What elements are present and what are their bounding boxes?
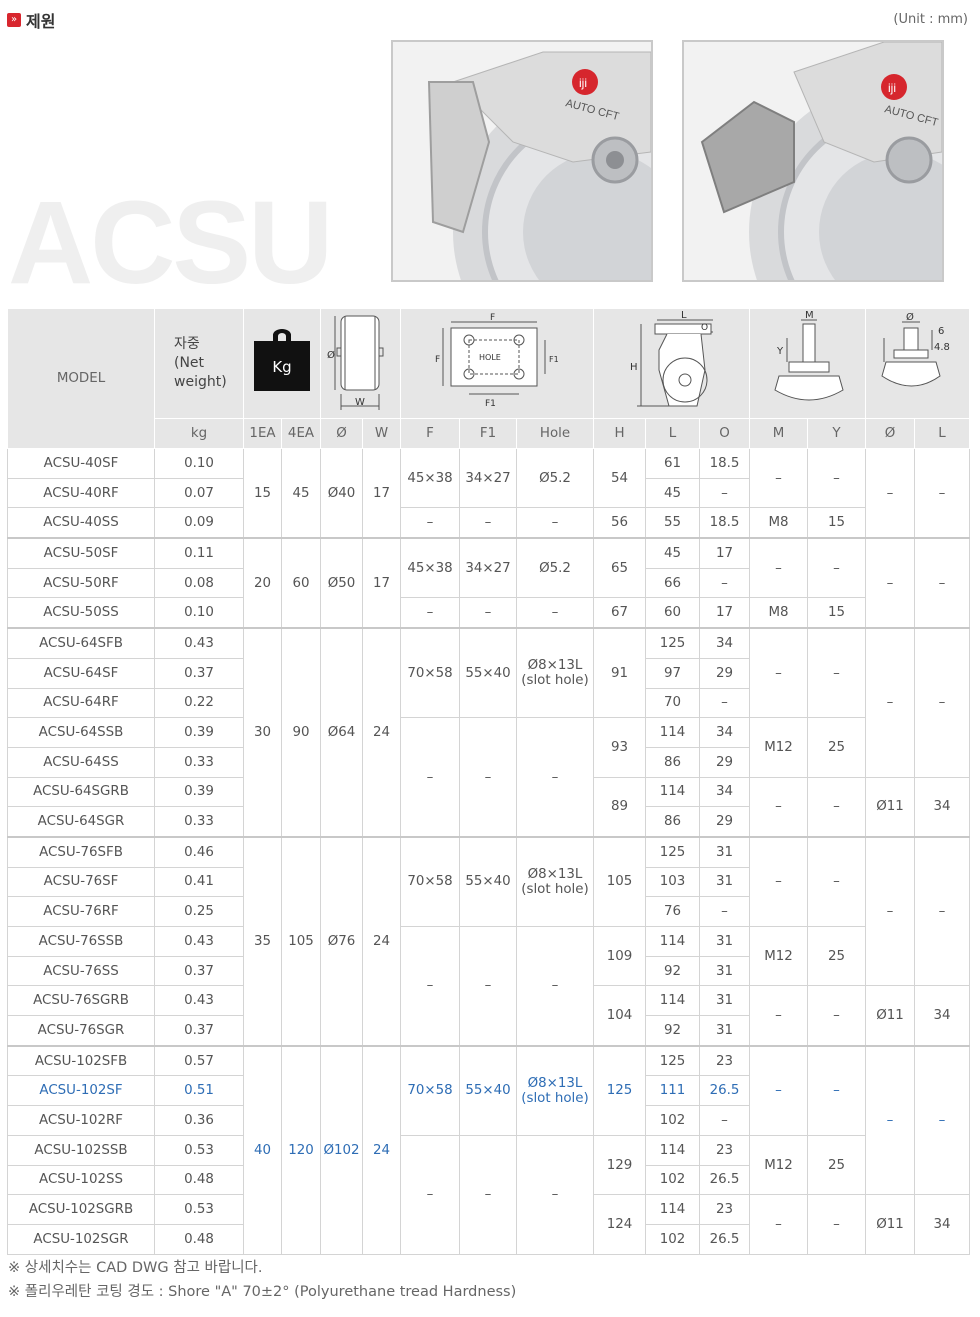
svg-text:W: W	[355, 397, 365, 408]
svg-text:Kg: Kg	[272, 358, 291, 376]
footnotes: ※ 상세치수는 CAD DWG 참고 바랍니다. ※ 폴리우레탄 코팅 경도 :…	[8, 1256, 516, 1304]
svg-text:4.8: 4.8	[934, 342, 950, 353]
unit-4ea: 4EA	[281, 418, 321, 449]
unit-f1: F1	[459, 418, 517, 449]
footnote-cad: ※ 상세치수는 CAD DWG 참고 바랍니다.	[8, 1260, 263, 1276]
brand-mark: iji	[888, 81, 896, 95]
unit-y: Y	[807, 418, 867, 449]
svg-text:O: O	[701, 323, 708, 333]
units-row: kg 1EA 4EA Ø W F F1 Hole H L O M Y Ø L	[8, 418, 971, 449]
caster-height-diagram-icon: L O H	[592, 308, 751, 419]
product-photo-2: iji AUTO CFT	[682, 40, 944, 282]
svg-text:H: H	[630, 362, 638, 373]
footnote-hardness: ※ 폴리우레탄 코팅 경도 : Shore "A" 70±2° (Polyure…	[8, 1284, 517, 1300]
section-title: 제원	[26, 12, 56, 31]
kg-weight-icon: Kg	[243, 308, 321, 419]
brand-mark: iji	[579, 76, 587, 90]
unit-1ea: 1EA	[243, 418, 282, 449]
threaded-stem-diagram-icon: M Y	[749, 308, 867, 419]
unit-hole: Hole	[516, 418, 594, 449]
section-header: » 제원	[7, 10, 56, 31]
svg-text:L: L	[681, 310, 687, 321]
mounting-plate-diagram-icon: F F1 HOLE F F1	[400, 308, 594, 419]
svg-text:F: F	[490, 313, 495, 323]
header-model: MODEL	[7, 308, 155, 449]
wheel-diameter-diagram-icon: Ø W	[320, 308, 401, 419]
svg-text:Y: Y	[776, 346, 784, 357]
spec-table: MODEL 자중 (Net weight) Kg	[7, 308, 971, 1255]
svg-text:F1: F1	[549, 355, 559, 364]
unit-width: W	[362, 418, 401, 449]
svg-text:Ø: Ø	[906, 311, 914, 323]
chevron-right-icon: »	[7, 13, 21, 27]
svg-text:6: 6	[938, 326, 944, 337]
svg-text:Ø: Ø	[327, 349, 335, 361]
unit-l: L	[645, 418, 700, 449]
svg-text:M: M	[805, 310, 814, 321]
unit-socket-length: L	[914, 418, 971, 449]
header-weight: 자중 (Net weight)	[154, 308, 244, 419]
svg-text:F: F	[435, 355, 440, 365]
unit-label: (Unit : mm)	[893, 12, 968, 27]
unit-f: F	[400, 418, 460, 449]
stem-socket-diagram-icon: Ø 6 4.8	[865, 308, 971, 419]
unit-h: H	[593, 418, 646, 449]
model-watermark: ACSU	[8, 177, 333, 309]
unit-o: O	[698, 418, 751, 449]
product-photo-1: iji AUTO CFT	[391, 40, 653, 282]
unit-kg: kg	[154, 418, 244, 449]
unit-socket-diameter: Ø	[865, 418, 916, 449]
svg-text:HOLE: HOLE	[479, 353, 501, 362]
unit-diameter: Ø	[320, 418, 363, 449]
unit-m: M	[749, 418, 809, 449]
svg-text:F1: F1	[485, 399, 496, 409]
